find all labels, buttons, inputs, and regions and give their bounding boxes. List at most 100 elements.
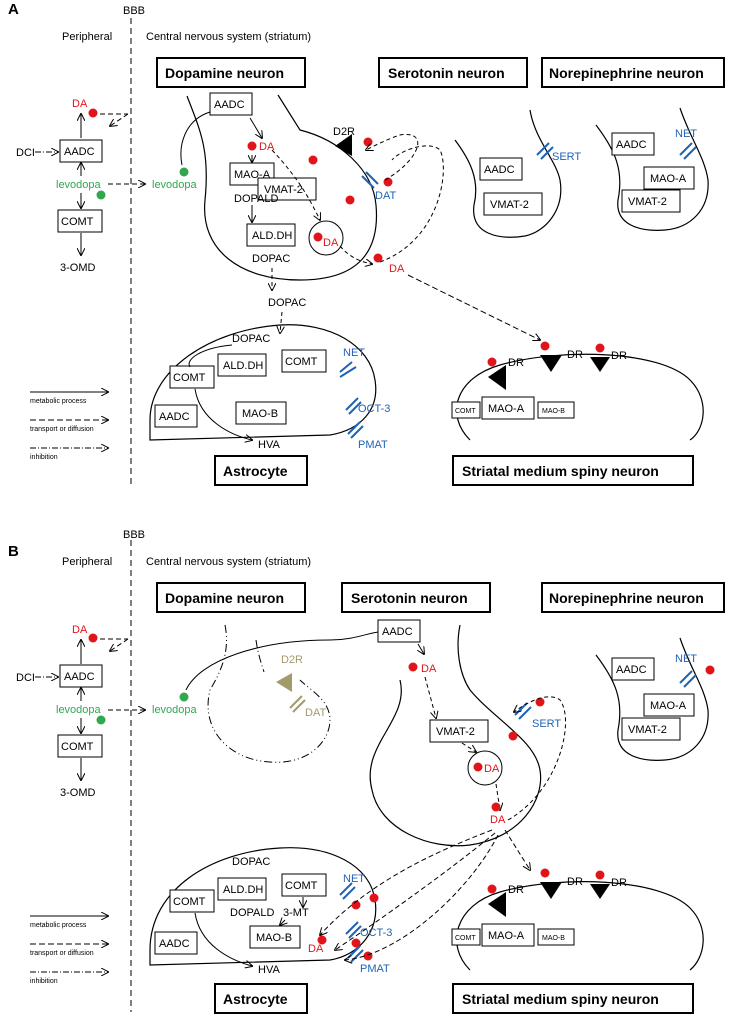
- dopald-text: DOPALD: [234, 193, 278, 205]
- aadc-text: AADC: [382, 626, 413, 638]
- net-transporter-b: [679, 670, 693, 684]
- serotonin-neuron-membrane-a: [454, 109, 562, 238]
- sert-transporter-a: [540, 146, 554, 160]
- dr-text: DR: [567, 876, 583, 888]
- degenerated-dopamine-neuron-membrane: [207, 624, 331, 763]
- da-dot: [308, 155, 318, 165]
- vmat2-box-serotonin-a: [483, 192, 543, 216]
- arrow: [280, 311, 282, 333]
- oct3-transporter-a: [348, 401, 362, 415]
- arrow: [507, 696, 567, 821]
- d2r-text-degenerated: D2R: [281, 654, 303, 666]
- maob-box-astrocyte-b: [249, 925, 301, 949]
- astrocyte-membrane-b: [149, 847, 377, 966]
- arrow: [110, 638, 129, 651]
- maob-text: MAO-B: [256, 932, 292, 944]
- da-dot: [487, 884, 497, 894]
- da-dot: [408, 662, 418, 672]
- aadc-box-norepinephrine-a: [611, 132, 655, 156]
- maoa-box-norepinephrine-a: [643, 166, 695, 190]
- aadc-box-astrocyte-b: [154, 931, 198, 955]
- aadc-box-serotonin-b: [377, 619, 421, 643]
- dopac-text-astrocyte-b: DOPAC: [232, 856, 270, 868]
- comt-text: COMT: [61, 741, 94, 753]
- dci-text-a: DCI: [16, 147, 35, 159]
- cns-label-a: Central nervous system (striatum): [146, 31, 311, 43]
- arrow: [280, 920, 285, 925]
- maob-box-msn-b: [537, 928, 575, 946]
- astrocyte-title-b: [214, 983, 308, 1014]
- da-dot: [473, 762, 483, 772]
- d2r-text: D2R: [333, 126, 355, 138]
- da-dot: [383, 177, 393, 187]
- arrow: [110, 113, 129, 126]
- dr-text: DR: [611, 350, 627, 362]
- dr-text: DR: [567, 349, 583, 361]
- da-dot: [88, 108, 98, 118]
- da-dot: [363, 137, 373, 147]
- net-transporter-a: [679, 142, 693, 156]
- dopamine-neuron-title-a: [156, 57, 306, 88]
- dat-text: DAT: [375, 190, 396, 202]
- levodopa-text-peripheral-b: levodopa: [56, 704, 102, 716]
- serotonin-neuron-text-b: Serotonin neuron: [351, 590, 468, 606]
- vmat2-text: VMAT-2: [628, 724, 667, 736]
- arrow: [320, 829, 493, 935]
- net-text: NET: [343, 347, 365, 359]
- comt-box-msn-a: [451, 401, 481, 419]
- comt-box-astrocyte-a-left: [169, 365, 215, 389]
- msn-text-b: Striatal medium spiny neuron: [462, 991, 659, 1007]
- da-dot: [540, 868, 550, 878]
- vmat2-text: VMAT-2: [490, 199, 529, 211]
- three-mt-text: 3-MT: [283, 907, 309, 919]
- da-dot: [487, 357, 497, 367]
- net-transporter-a: [683, 146, 697, 160]
- levodopa-dot: [96, 715, 106, 725]
- comt-box-astrocyte-a-right: [281, 349, 327, 373]
- aadc-box-dopamine-a: [209, 92, 253, 116]
- vesicle-b: [467, 750, 503, 786]
- arrow: [345, 834, 499, 960]
- net-text-astrocyte-b: NET: [343, 873, 365, 885]
- da-dot: [351, 900, 361, 910]
- aldh-box-dopamine-a: [246, 223, 296, 247]
- dr-receptor-a: [590, 357, 610, 372]
- msn-title-a: [452, 455, 694, 486]
- dr-text: DR: [611, 877, 627, 889]
- aadc-text: AADC: [64, 146, 95, 158]
- da-dot: [595, 343, 605, 353]
- dat-text-degenerated: DAT: [305, 707, 326, 719]
- aldh-box-astrocyte-a: [217, 353, 267, 377]
- astrocyte-membrane-a: [149, 324, 377, 441]
- serotonin-neuron-membrane-b: [369, 624, 542, 847]
- d2r-receptor-degenerated: [276, 673, 292, 692]
- oct3-text-b: OCT-3: [360, 927, 392, 939]
- astrocyte-text-a: Astrocyte: [223, 463, 288, 479]
- da-dot: [247, 141, 257, 151]
- da-dot: [508, 731, 518, 741]
- dopac-text-extracellular: DOPAC: [268, 297, 306, 309]
- arrow: [461, 742, 476, 752]
- comt-text: COMT: [285, 880, 318, 892]
- arrow: [185, 631, 381, 691]
- da-dot: [595, 870, 605, 880]
- comt-text-small: COMT: [455, 935, 476, 942]
- da-text-released-b: DA: [490, 814, 506, 826]
- oct3-transporter-a: [345, 397, 359, 411]
- dopamine-neuron-membrane-a: [186, 94, 378, 281]
- da-dot: [369, 893, 379, 903]
- aldh-text: ALD.DH: [223, 360, 263, 372]
- dat-transporter-a: [361, 175, 375, 189]
- dat-transporter-a: [365, 171, 379, 185]
- astrocyte-text-b: Astrocyte: [223, 991, 288, 1007]
- levodopa-text-peripheral-a: levodopa: [56, 179, 102, 191]
- aadc-box-astrocyte-a: [154, 404, 198, 428]
- degenerated-dopamine-neuron-membrane: [255, 639, 265, 673]
- comt-text: COMT: [173, 372, 206, 384]
- arrow: [335, 832, 496, 950]
- da-text: DA: [259, 141, 275, 153]
- arrow: [418, 643, 424, 654]
- maob-text: MAO-B: [242, 408, 278, 420]
- vmat2-box-norepinephrine-a: [621, 189, 681, 213]
